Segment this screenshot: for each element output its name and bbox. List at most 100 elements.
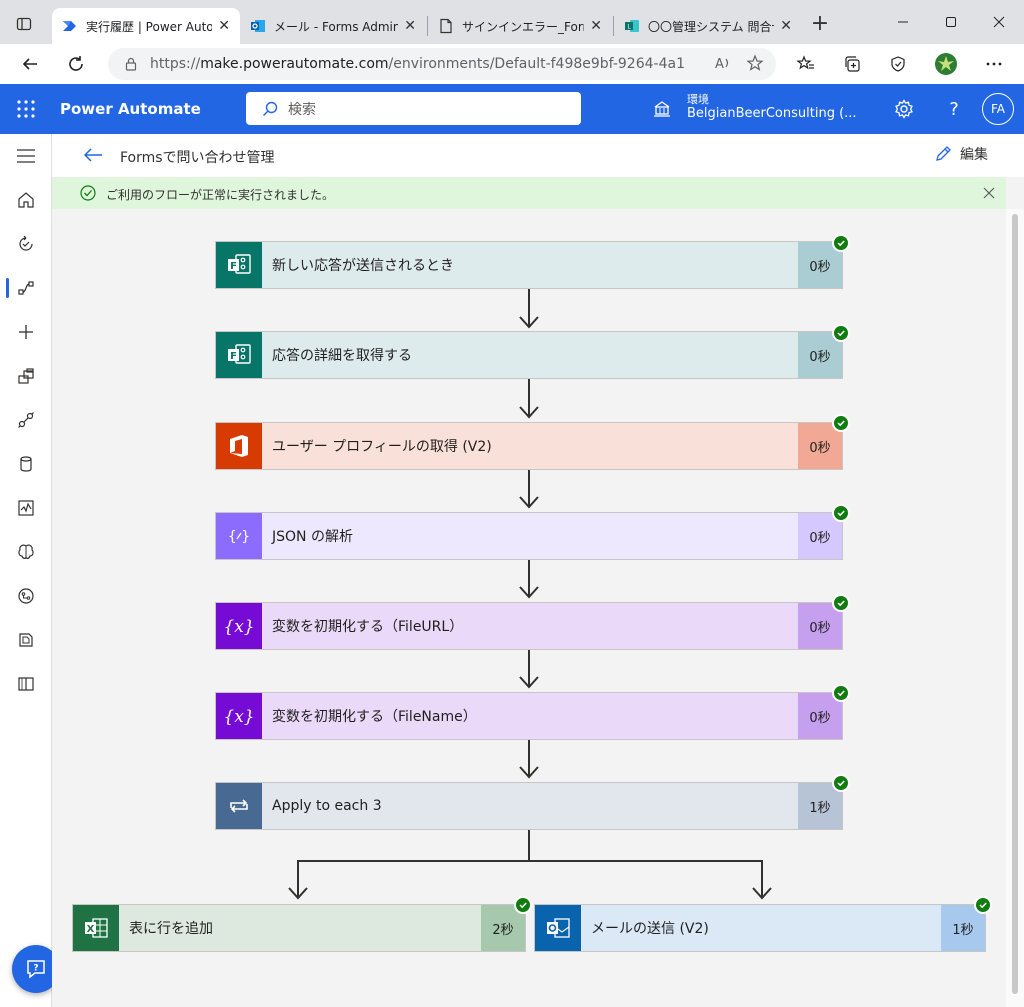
app-header: Power Automate 検索 環境 BelgianBeerConsulti… (0, 84, 1024, 134)
flow-step-excel[interactable]: X 表に行を追加 2秒 (72, 904, 526, 952)
success-check-icon (974, 896, 992, 914)
tab-title: メール - Forms Admin - Outlook (274, 19, 399, 34)
settings-gear-icon[interactable] (892, 97, 916, 121)
create-plus-icon[interactable] (0, 312, 52, 352)
monitor-icon[interactable] (0, 488, 52, 528)
success-banner: ご利用のフローが正常に実行されました。 (52, 177, 1006, 209)
ai-hub-brain-icon[interactable] (0, 532, 52, 572)
add-favorite-icon[interactable] (746, 54, 764, 76)
pencil-icon (936, 146, 951, 161)
outlook-favicon-icon (250, 18, 266, 34)
url-path: /environments/Default-f498e9bf-9264-4a15… (388, 56, 686, 72)
close-icon[interactable]: ✕ (404, 18, 416, 34)
outlook-icon (535, 905, 581, 951)
success-check-icon (514, 896, 532, 914)
connectors-icon[interactable] (0, 400, 52, 440)
connector-arrow-icon (519, 766, 539, 779)
connector-line (528, 740, 530, 777)
forms-icon: F (216, 242, 262, 288)
edit-button[interactable]: 編集 (934, 144, 988, 164)
loop-icon (216, 783, 262, 829)
close-window-button[interactable] (976, 8, 1022, 36)
scrollbar-thumb[interactable] (1012, 214, 1018, 994)
solutions-icon[interactable] (0, 620, 52, 660)
success-check-icon (832, 684, 850, 702)
approvals-icon[interactable] (0, 224, 52, 264)
connector-arrow-icon (519, 676, 539, 689)
step-title: 表に行を追加 (129, 921, 213, 937)
app-brand[interactable]: Power Automate (60, 100, 201, 118)
close-icon[interactable]: ✕ (590, 18, 602, 34)
success-check-icon (832, 594, 850, 612)
tab-title: 〇〇管理システム 問合せ (648, 19, 775, 34)
connector-arrow-icon (752, 887, 772, 900)
tab-run-history[interactable]: 実行履歴 | Power Automate ✕ (52, 8, 240, 44)
flow-step-1[interactable]: F 新しい応答が送信されるとき 0秒 (215, 241, 843, 289)
environment-icon[interactable] (652, 99, 672, 123)
environment-label: 環境 (687, 93, 709, 106)
process-mining-icon[interactable] (0, 576, 52, 616)
flow-step-6[interactable]: {x} 変数を初期化する（FileName） 0秒 (215, 692, 843, 740)
dismiss-banner-close-icon[interactable] (982, 185, 996, 204)
tab-signin-error[interactable]: サインインエラー_Forms Admin ✕ (428, 8, 612, 44)
new-tab-button[interactable]: + (810, 11, 830, 36)
step-duration: 0秒 (798, 603, 842, 649)
url-prefix: https:// (150, 56, 201, 72)
back-icon[interactable] (16, 50, 44, 78)
environment-name[interactable]: BelgianBeerConsulting (... (687, 106, 857, 121)
flow-step-5[interactable]: {x} 変数を初期化する（FileURL） 0秒 (215, 602, 843, 650)
maximize-button[interactable] (928, 8, 974, 36)
connector-line (528, 560, 530, 597)
url-text: https://make.powerautomate.com/environme… (150, 56, 686, 72)
svg-text:A: A (715, 57, 724, 72)
url-input[interactable]: https://make.powerautomate.com/environme… (108, 48, 776, 80)
menu-hamburger-icon[interactable] (0, 136, 52, 176)
data-database-icon[interactable] (0, 444, 52, 484)
left-navigation-rail (0, 134, 52, 1007)
svg-text:F: F (230, 261, 237, 272)
chat-question-icon: ? (27, 960, 45, 979)
command-bar (52, 134, 1024, 177)
templates-icon[interactable] (0, 356, 52, 396)
office-icon (216, 423, 262, 469)
refresh-icon[interactable] (62, 50, 90, 78)
app-launcher-icon[interactable] (16, 99, 36, 119)
success-check-icon (832, 324, 850, 342)
flow-step-4[interactable]: { } JSON の解析 0秒 (215, 512, 843, 560)
favorites-icon[interactable] (794, 52, 818, 76)
flow-step-2[interactable]: F 応答の詳細を取得する 0秒 (215, 331, 843, 379)
flow-step-3[interactable]: ユーザー プロフィールの取得 (V2) 0秒 (215, 422, 843, 470)
tab-separator (427, 16, 428, 36)
sharepoint-favicon-icon: L (624, 18, 640, 34)
variable-icon: {x} (216, 693, 262, 739)
minimize-button[interactable] (880, 8, 926, 36)
search-input[interactable]: 検索 (246, 92, 581, 125)
connector-line (297, 860, 299, 898)
tab-actions-icon[interactable] (10, 10, 38, 38)
close-icon[interactable]: ✕ (218, 18, 230, 34)
home-icon[interactable] (0, 180, 52, 220)
flow-step-outlook[interactable]: メールの送信 (V2) 1秒 (534, 904, 986, 952)
close-icon[interactable]: ✕ (780, 18, 792, 34)
help-button[interactable]: ? (949, 98, 959, 120)
svg-text:F: F (230, 351, 237, 362)
step-duration: 1秒 (798, 783, 842, 829)
more-icon[interactable] (982, 52, 1006, 76)
browser-essentials-icon[interactable] (886, 52, 910, 76)
tab-outlook[interactable]: メール - Forms Admin - Outlook ✕ (240, 8, 426, 44)
my-flows-icon[interactable] (0, 268, 52, 308)
step-duration: 0秒 (798, 423, 842, 469)
profile-avatar[interactable] (934, 52, 958, 76)
step-title: メールの送信 (V2) (591, 921, 709, 937)
tab-management-system[interactable]: L 〇〇管理システム 問合せ ✕ (614, 8, 802, 44)
step-title: JSON の解析 (272, 529, 353, 545)
branch-line (297, 860, 763, 862)
flow-step-7[interactable]: Apply to each 3 1秒 (215, 782, 843, 830)
url-host: make.powerautomate.com (200, 56, 389, 72)
collections-icon[interactable] (840, 52, 864, 76)
read-aloud-icon[interactable]: A (714, 54, 732, 76)
connector-arrow-icon (519, 496, 539, 509)
user-avatar[interactable]: FA (982, 93, 1014, 125)
learn-book-icon[interactable] (0, 664, 52, 704)
back-arrow-icon[interactable] (82, 144, 104, 166)
